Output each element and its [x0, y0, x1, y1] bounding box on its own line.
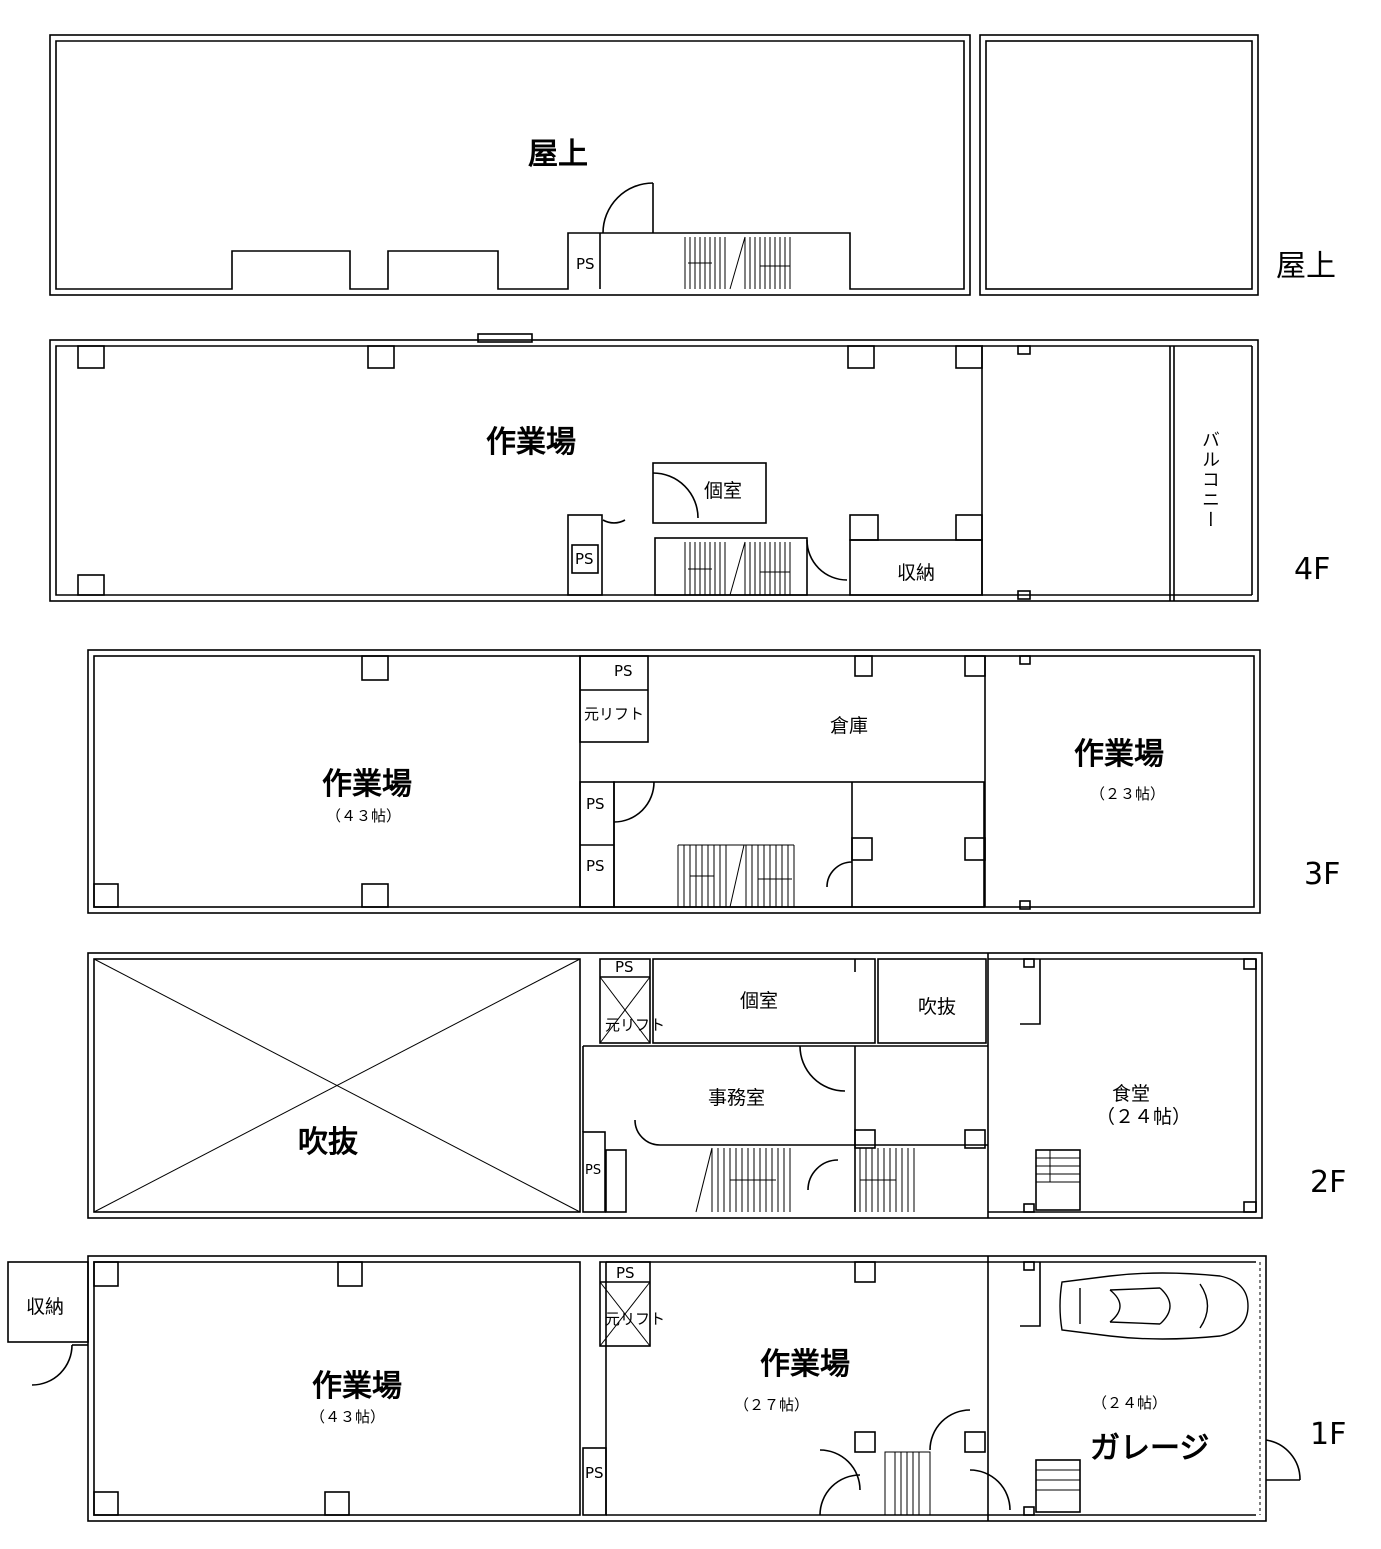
f3-workshop-left-size: （４３帖） [326, 807, 402, 825]
f1-garage-label: ガレージ [1090, 1431, 1210, 1466]
floor4-plan [49, 333, 1259, 602]
f2-former-lift-label: 元リフト [605, 1016, 666, 1034]
f1-garage-size: （２４帖） [1092, 1394, 1168, 1412]
f1-ps2-label: PS [585, 1464, 604, 1482]
f1-former-lift-label: 元リフト [605, 1310, 666, 1328]
f2-void-small-label: 吹抜 [918, 996, 957, 1018]
f3-floor-label: 3F [1304, 857, 1341, 892]
f1-workshop-mid-label: 作業場 [760, 1347, 850, 1382]
f2-office-label: 事務室 [708, 1087, 766, 1109]
f3-warehouse-label: 倉庫 [830, 715, 869, 737]
f3-workshop-right-label: 作業場 [1074, 737, 1164, 772]
f2-cafeteria-label: 食堂 [1112, 1083, 1151, 1105]
f3-ps2-label: PS [586, 795, 605, 813]
f2-floor-label: 2F [1310, 1165, 1347, 1200]
f4-private-room-label: 個室 [704, 480, 743, 502]
car-icon [1059, 1272, 1249, 1340]
f1-workshop-left-size: （４３帖） [310, 1408, 386, 1426]
f4-storage-label: 収納 [897, 562, 936, 584]
f2-ps2-label: PS [585, 1163, 602, 1178]
floor2-plan [87, 952, 1263, 1219]
f1-workshop-left-label: 作業場 [312, 1369, 402, 1404]
f2-private-room-label: 個室 [740, 990, 779, 1012]
f3-workshop-right-size: （２３帖） [1090, 785, 1166, 803]
f2-ps1-label: PS [615, 958, 634, 976]
f4-ps-label: PS [575, 550, 594, 568]
f2-void-large-label: 吹抜 [298, 1125, 358, 1160]
f3-workshop-left-label: 作業場 [322, 767, 412, 802]
f4-balcony-label: バルコニー [1199, 430, 1220, 530]
f1-workshop-mid-size: （２７帖） [734, 1396, 810, 1414]
f1-ps1-label: PS [616, 1264, 635, 1282]
f1-floor-label: 1F [1310, 1417, 1347, 1452]
f3-ps1-label: PS [614, 662, 633, 680]
roof-floor-label: 屋上 [1276, 249, 1336, 284]
roof-ps-label: PS [576, 255, 595, 273]
roof-plan [49, 34, 1259, 296]
f3-ps3-label: PS [586, 857, 605, 875]
f1-storage-label: 収納 [26, 1296, 65, 1318]
f2-cafeteria-size: （２４帖） [1096, 1106, 1192, 1128]
floor3-plan [87, 649, 1261, 914]
f4-floor-label: 4F [1294, 552, 1331, 587]
f4-workshop-label: 作業場 [486, 425, 576, 460]
f3-former-lift-label: 元リフト [584, 705, 645, 723]
roof-area-label: 屋上 [528, 137, 588, 172]
floor1-plan [7, 1255, 1301, 1522]
